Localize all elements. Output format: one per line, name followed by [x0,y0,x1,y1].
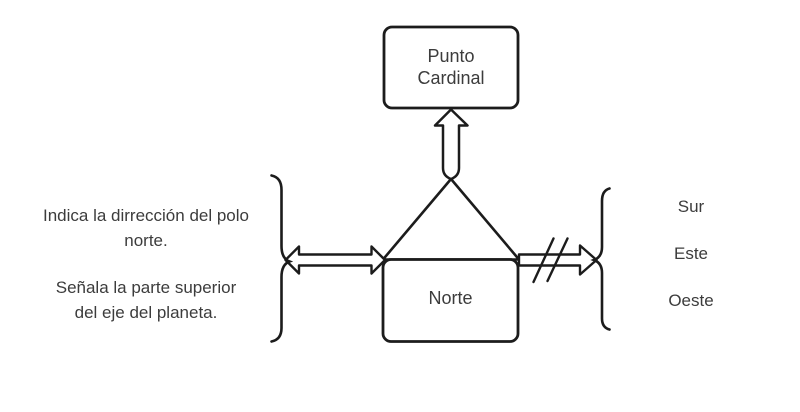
punto-cardinal-box-shape [382,25,520,110]
right-list-item-este: Este [673,244,709,263]
right-curly-brace-icon [590,187,611,331]
left-note-p2-line1: Señala la parte superior [55,278,237,297]
left-note-p2-line2: del eje del planeta. [74,303,218,322]
norte-node: Norte [382,259,519,342]
norte-label: Norte [428,287,473,308]
left-curly-brace-icon [270,174,294,343]
punto-cardinal-label-line2: Cardinal [417,68,485,88]
right-list: Sur Este Oeste [641,197,741,311]
left-note-paragraph-1: Indica la dirrección del polo norte. [15,203,277,253]
left-note-p1-line2: norte. [124,231,168,250]
up-arrow-icon [433,108,469,181]
right-list-item-oeste: Oeste [668,291,714,310]
left-note-p1-line1: Indica la dirrección del polo [42,206,249,225]
hierarchy-triangle-shape [381,177,521,261]
punto-cardinal-label-line1: Punto [427,46,475,66]
norte-box-shape [381,258,520,343]
punto-cardinal-node: Punto Cardinal [383,26,519,108]
double-arrow-icon [284,245,387,275]
left-note: Indica la dirrección del polo norte. Señ… [15,203,277,325]
right-list-item-sur: Sur [677,197,705,216]
negation-slashes-icon [532,237,569,284]
left-note-paragraph-2: Señala la parte superior del eje del pla… [15,275,277,325]
